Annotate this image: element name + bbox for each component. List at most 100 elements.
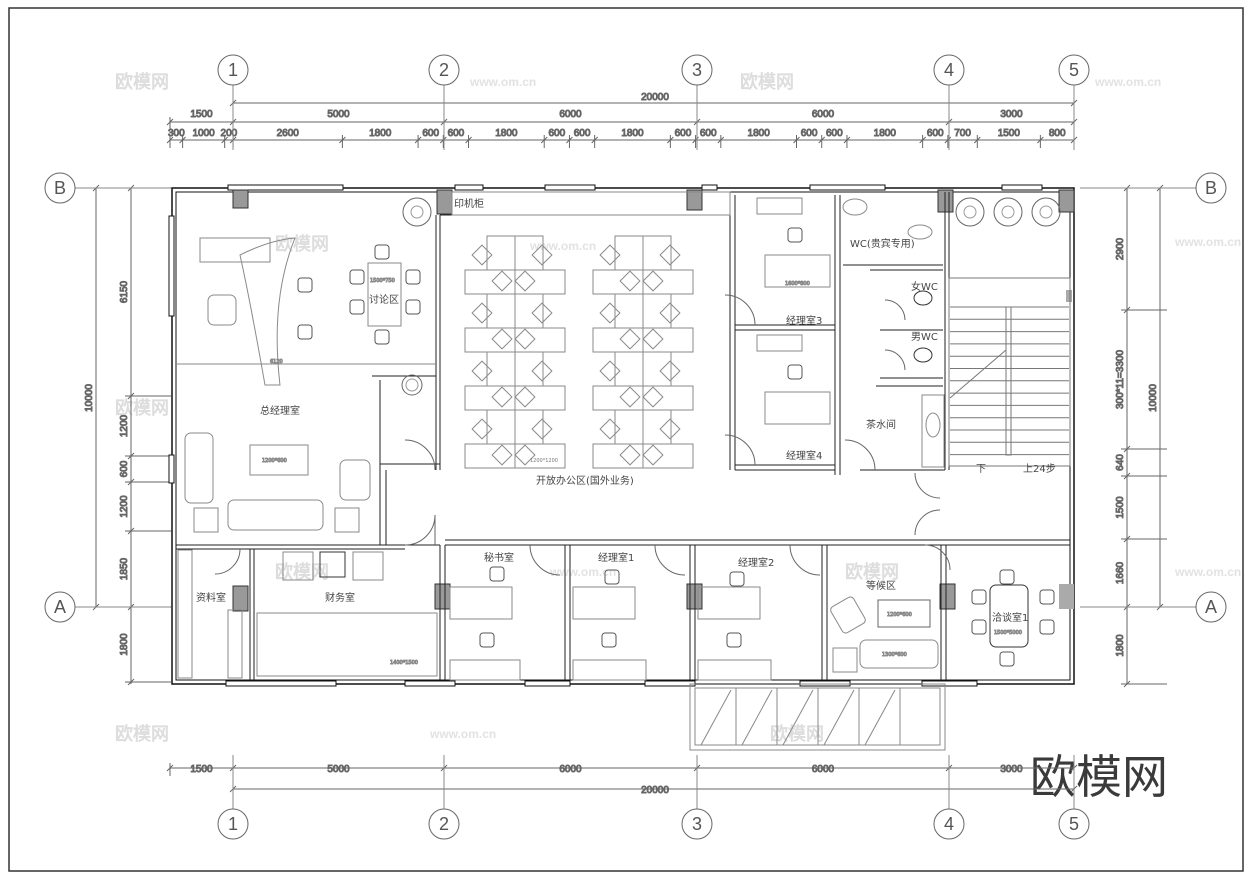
row-axis-label: A bbox=[1205, 597, 1217, 617]
office-chair bbox=[532, 361, 552, 381]
office-chair bbox=[515, 387, 535, 407]
top-detail-dim: 1500 bbox=[998, 128, 1021, 139]
column-axis-bubble bbox=[429, 809, 459, 839]
top-detail-dim: 600 bbox=[548, 128, 565, 139]
room-open-office: 开放办公区(国外业务) bbox=[536, 474, 634, 487]
ceo-chair bbox=[208, 295, 236, 325]
stairs-down-label: 下 bbox=[976, 464, 986, 475]
windows bbox=[169, 185, 1042, 686]
top-detail-dim: 2600 bbox=[277, 128, 300, 139]
office-chair bbox=[660, 419, 680, 439]
top-detail-dim: 600 bbox=[700, 128, 717, 139]
ceo-desk bbox=[240, 238, 295, 385]
column-axis-label: 1 bbox=[228, 60, 238, 80]
column-axis-label: 3 bbox=[692, 60, 702, 80]
left-segment-dim: 1200 bbox=[119, 414, 130, 437]
chair bbox=[350, 300, 364, 314]
top-detail-dim: 1000 bbox=[193, 128, 216, 139]
top-detail-dim: 600 bbox=[574, 128, 591, 139]
watermark-url: www.om.cn bbox=[1174, 235, 1241, 249]
top-detail-dim: 600 bbox=[675, 128, 692, 139]
office-chair bbox=[472, 245, 492, 265]
watermark-url: www.om.cn bbox=[429, 727, 496, 741]
staircase bbox=[949, 278, 1070, 466]
top-detail-dim: 1800 bbox=[621, 128, 644, 139]
structural-columns bbox=[233, 190, 1074, 611]
office-chair bbox=[660, 361, 680, 381]
office-chair bbox=[532, 419, 552, 439]
column-axis-bubble bbox=[1059, 55, 1089, 85]
room-manager-4: 经理室4 bbox=[786, 449, 822, 462]
office-chair bbox=[660, 303, 680, 323]
side-table bbox=[194, 508, 218, 532]
column-axis-label: 4 bbox=[944, 60, 954, 80]
top-detail-dim: 600 bbox=[927, 128, 944, 139]
row-axis-bubble bbox=[45, 173, 75, 203]
office-chair bbox=[660, 245, 680, 265]
discussion-table bbox=[368, 263, 401, 326]
office-chair bbox=[620, 329, 640, 349]
workstation-partition bbox=[487, 294, 543, 328]
right-segment-dim: 300*11=3300 bbox=[1115, 350, 1126, 409]
top-total-dim: 20000 bbox=[641, 92, 669, 103]
top-detail-dim: 700 bbox=[954, 128, 971, 139]
chair bbox=[605, 570, 619, 584]
top-detail-dim: 1800 bbox=[748, 128, 771, 139]
column-axis-label: 1 bbox=[228, 814, 238, 834]
office-chair bbox=[492, 271, 512, 291]
watermark-logo: 欧模网 bbox=[115, 71, 169, 93]
chair bbox=[788, 365, 802, 379]
archive-shelf bbox=[228, 610, 242, 678]
room-ceo-office: 总经理室 bbox=[260, 404, 300, 417]
chair bbox=[788, 228, 802, 242]
coffee-table bbox=[250, 445, 308, 475]
top-detail-dim: 600 bbox=[801, 128, 818, 139]
stairs-up-label: 上24步 bbox=[1023, 463, 1056, 475]
plant-icon bbox=[964, 206, 976, 218]
office-chair bbox=[600, 361, 620, 381]
balcony-hatch bbox=[701, 690, 731, 745]
balcony-hatch bbox=[783, 690, 813, 745]
chair bbox=[1000, 652, 1014, 666]
plant-icon bbox=[411, 206, 423, 218]
room-male-wc: 男WC bbox=[911, 331, 938, 343]
bottom-span-dim: 6000 bbox=[812, 764, 835, 775]
safe bbox=[320, 552, 345, 577]
row-axis-label: B bbox=[1205, 178, 1217, 198]
column-axis-label: 2 bbox=[439, 60, 449, 80]
watermark-logo: 欧模网 bbox=[275, 561, 329, 583]
left-total-dim: 10000 bbox=[84, 384, 95, 412]
office-chair bbox=[515, 445, 535, 465]
plant-icon bbox=[1002, 206, 1014, 218]
meeting-table bbox=[990, 585, 1028, 647]
top-detail-dim: 600 bbox=[448, 128, 465, 139]
discussion-table-size: 1500*750 bbox=[370, 278, 395, 284]
top-span-dim: 5000 bbox=[327, 109, 350, 120]
room-manager-3: 经理室3 bbox=[786, 314, 822, 327]
workstation-partition bbox=[487, 352, 543, 386]
right-total-dim: 10000 bbox=[1148, 384, 1159, 412]
office-chair bbox=[532, 245, 552, 265]
office-chair bbox=[532, 303, 552, 323]
outer-wall bbox=[172, 188, 1074, 684]
left-segment-dim: 1800 bbox=[119, 633, 130, 656]
brand-logo: 欧模网 bbox=[1030, 750, 1168, 804]
bottom-span-dim: 5000 bbox=[327, 764, 350, 775]
column-axis-bubble bbox=[934, 809, 964, 839]
room-waiting-area: 等候区 bbox=[866, 579, 896, 592]
chair bbox=[730, 572, 744, 586]
chair bbox=[1040, 590, 1054, 604]
secretary-desk bbox=[450, 587, 512, 619]
left-segment-dim: 6150 bbox=[119, 280, 130, 303]
column-axis-label: 2 bbox=[439, 814, 449, 834]
office-chair bbox=[492, 445, 512, 465]
plant-icon bbox=[402, 375, 422, 395]
office-chair bbox=[620, 271, 640, 291]
column-axis-bubble bbox=[934, 55, 964, 85]
chair bbox=[298, 325, 312, 339]
column-axis-label: 5 bbox=[1069, 60, 1079, 80]
furniture: 1500*750 1200*600 6120 1400*1500 1600*80… bbox=[176, 198, 1060, 680]
office-chair bbox=[643, 271, 663, 291]
